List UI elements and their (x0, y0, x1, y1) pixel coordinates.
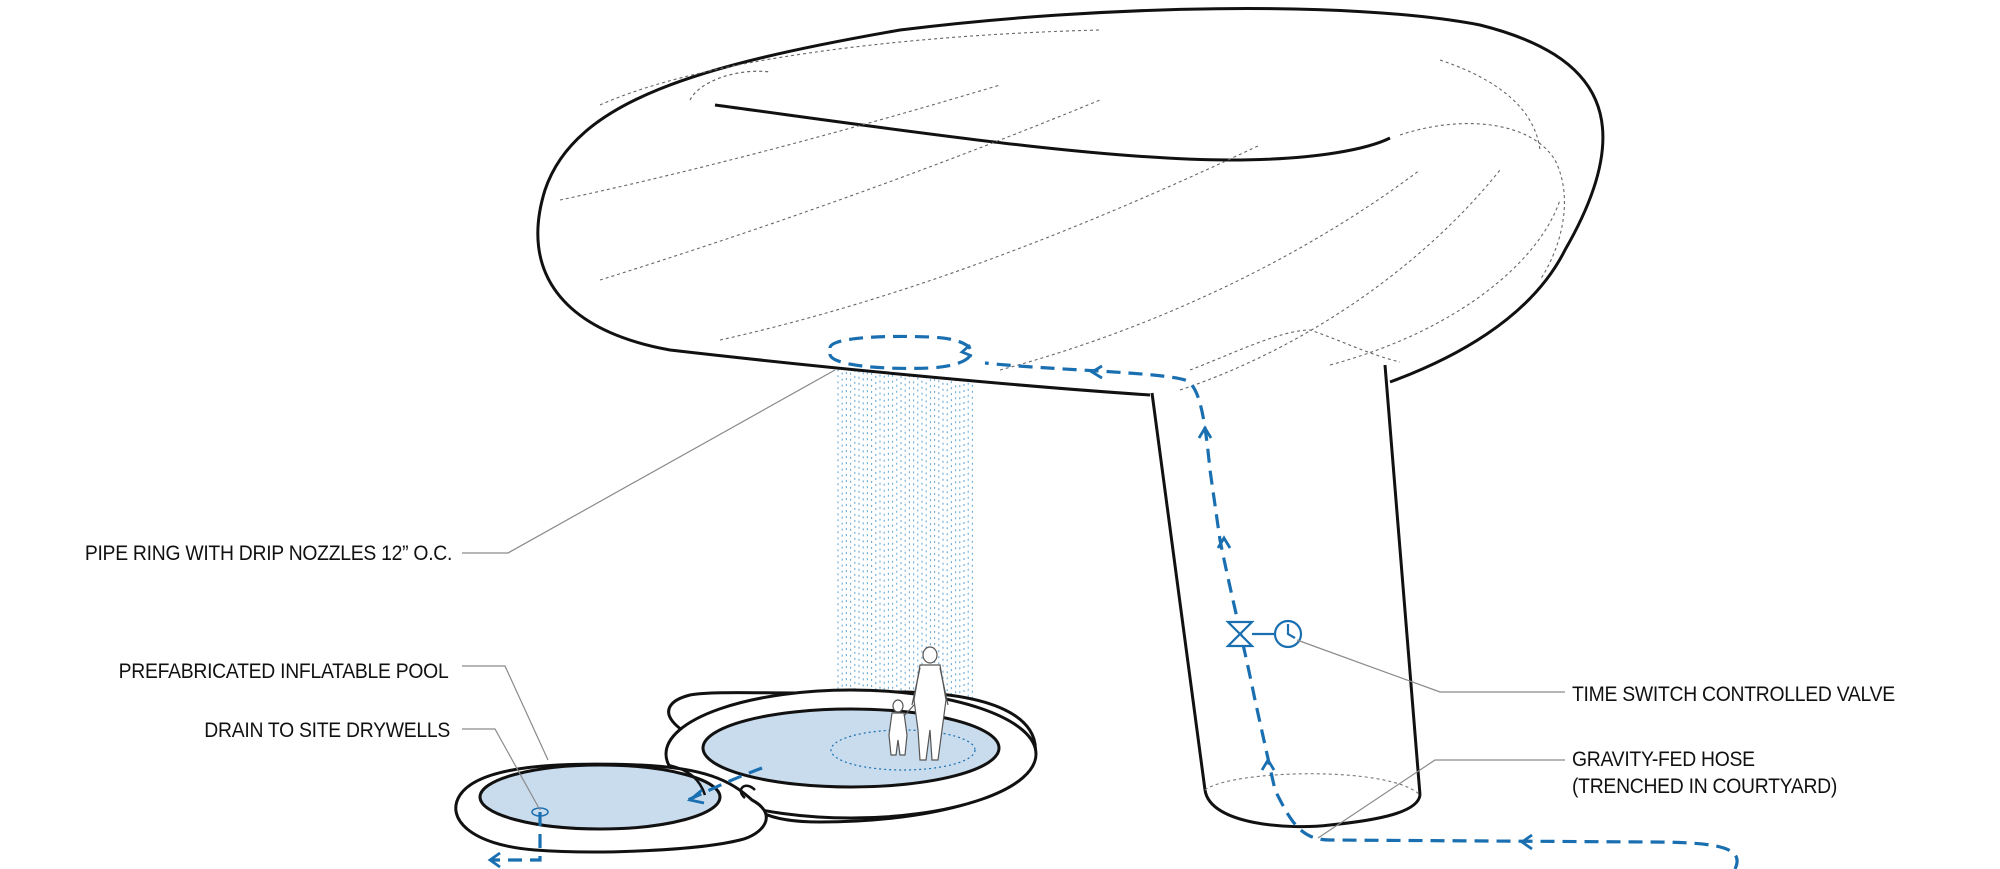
inflatable-canopy (536, 7, 1605, 397)
inflatable-pools (454, 688, 1038, 854)
leader-pool (462, 665, 549, 761)
leader-drain (462, 728, 541, 811)
canopy-upper-fold (714, 103, 1391, 162)
label-inflatable-pool: PREFABRICATED INFLATABLE POOL (118, 659, 448, 683)
canopy-top-lip (689, 70, 771, 101)
label-valve: TIME SWITCH CONTROLLED VALVE (1572, 682, 1895, 706)
canopy-trunk (1150, 364, 1422, 829)
arrow-trunk-lower (1260, 757, 1276, 771)
label-drain: DRAIN TO SITE DRYWELLS (204, 718, 450, 742)
trunk-base (1203, 789, 1422, 829)
people-figures (888, 646, 949, 761)
leader-hose (1317, 759, 1565, 839)
valve-assembly (1225, 619, 1303, 649)
flow-arrows (487, 343, 1533, 869)
adult-figure (911, 646, 949, 761)
label-hose: GRAVITY-FED HOSE (1572, 747, 1755, 771)
feed-hose (984, 361, 1739, 869)
arrow-canopy (1089, 364, 1103, 380)
leader-lines (462, 369, 1565, 839)
trunk-right-edge (1383, 364, 1422, 796)
leader-pipe-ring (462, 369, 836, 554)
arrow-trunk-mid (1216, 535, 1232, 549)
rain-footprint (830, 729, 976, 771)
drain-line (490, 812, 542, 862)
large-pool-water (701, 707, 1001, 789)
canopy-seams (559, 29, 1565, 391)
trunk-left-edge (1150, 392, 1207, 791)
arrow-ring (959, 343, 973, 358)
clock-hands (1286, 624, 1296, 639)
valve-icon (1225, 620, 1255, 648)
leader-valve (1296, 639, 1565, 693)
small-pool-water (478, 763, 722, 831)
arrow-drain (487, 851, 501, 869)
pool-junction (667, 763, 756, 799)
arrow-drain-pipe (686, 788, 705, 805)
child-figure (888, 699, 915, 756)
canopy-outline (536, 7, 1605, 397)
arrow-trunk-upper (1197, 425, 1213, 439)
trunk-fill (1150, 365, 1420, 819)
arrow-hose (1519, 833, 1533, 851)
label-pipe-ring: PIPE RING WITH DRIP NOZZLES 12” O.C. (84, 541, 453, 565)
label-hose-trench: (TRENCHED IN COURTYARD) (1572, 774, 1838, 798)
